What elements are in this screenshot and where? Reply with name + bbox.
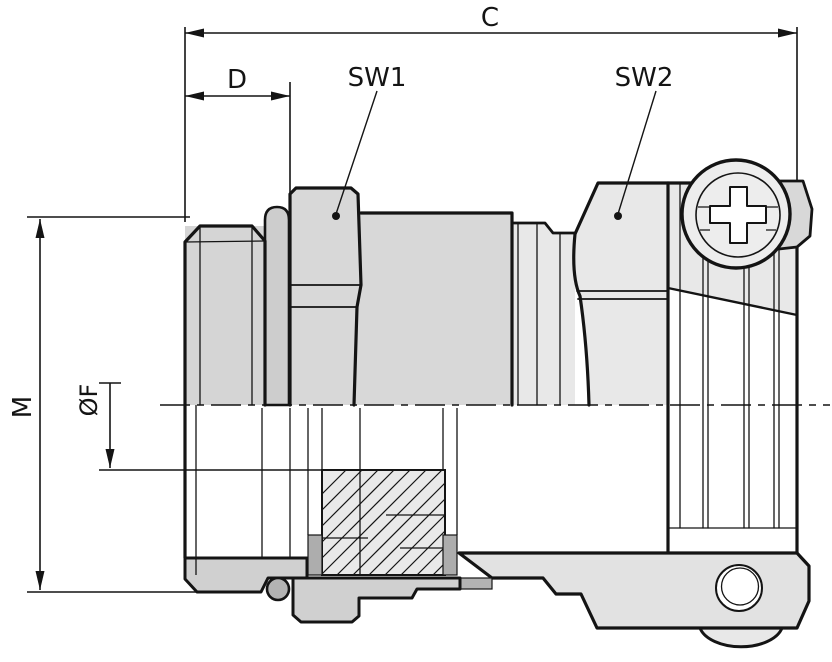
step-rings-outline (510, 221, 577, 235)
upper-outlines (183, 181, 799, 555)
lock-ring-band (183, 556, 309, 594)
arrow-m-top (35, 219, 45, 238)
lower-chamfer-diagonal (666, 286, 799, 317)
center-tab (291, 576, 462, 624)
sw1-facet-lines (289, 284, 361, 308)
section-lower-half (183, 405, 811, 649)
arrow-m-bottom (35, 571, 45, 590)
mid-body-outline (359, 211, 514, 407)
dim-label-F: ØF (75, 384, 103, 417)
leader-sw1 (335, 90, 378, 215)
clamp-block-right (442, 534, 458, 576)
leader-dot-sw2 (614, 212, 622, 220)
dim-label-D: D (227, 65, 247, 95)
seal-ball (265, 576, 291, 602)
dim-label-C: C (481, 3, 499, 33)
step-ring-2 (553, 233, 575, 405)
phillips-screw-head (680, 158, 792, 270)
hex-nut-sw1 (290, 188, 361, 405)
dim-C-lines (184, 27, 798, 222)
sw2-left-outline (572, 232, 591, 407)
phillips-cross-icon (709, 186, 767, 244)
arrow-d-right (271, 91, 290, 101)
leader-sw2 (617, 90, 657, 215)
gland-mid-body (354, 213, 512, 405)
dim-M-lines (27, 216, 197, 593)
arrow-c-right (778, 28, 797, 38)
step-ring-lines (517, 222, 561, 406)
leader-dot-sw1 (332, 212, 340, 220)
dim-label-SW1: SW1 (348, 63, 407, 93)
dim-label-M: M (8, 396, 38, 418)
arrow-f-bottom (105, 449, 115, 468)
tube-wall-lines (307, 408, 458, 535)
sw2-facet-lines (576, 290, 669, 300)
seal-hatch-lines (321, 469, 446, 576)
bore-lines-left (261, 408, 361, 576)
flange-hole-chamfer (720, 567, 760, 606)
thread-outline (183, 224, 267, 407)
arrow-d-left (185, 91, 204, 101)
dark-strip (459, 577, 493, 590)
dimensions: C D SW1 SW2 M ØF (8, 3, 798, 593)
o-ring (263, 205, 291, 407)
clamp-block-left (307, 534, 323, 576)
arrow-c-left (185, 28, 204, 38)
hex-nut-sw2 (573, 183, 668, 405)
cage-finger-lines (679, 182, 780, 529)
thread-section (185, 226, 265, 405)
dim-label-SW2: SW2 (615, 63, 674, 93)
step-ring-1 (512, 223, 553, 405)
seal-insert (321, 469, 446, 576)
section-lines (183, 405, 458, 576)
bottom-dome (697, 626, 785, 649)
hex-nut-sw1-outline (288, 186, 363, 407)
screw-slot-lines (698, 206, 778, 231)
flange-hole (715, 564, 763, 612)
